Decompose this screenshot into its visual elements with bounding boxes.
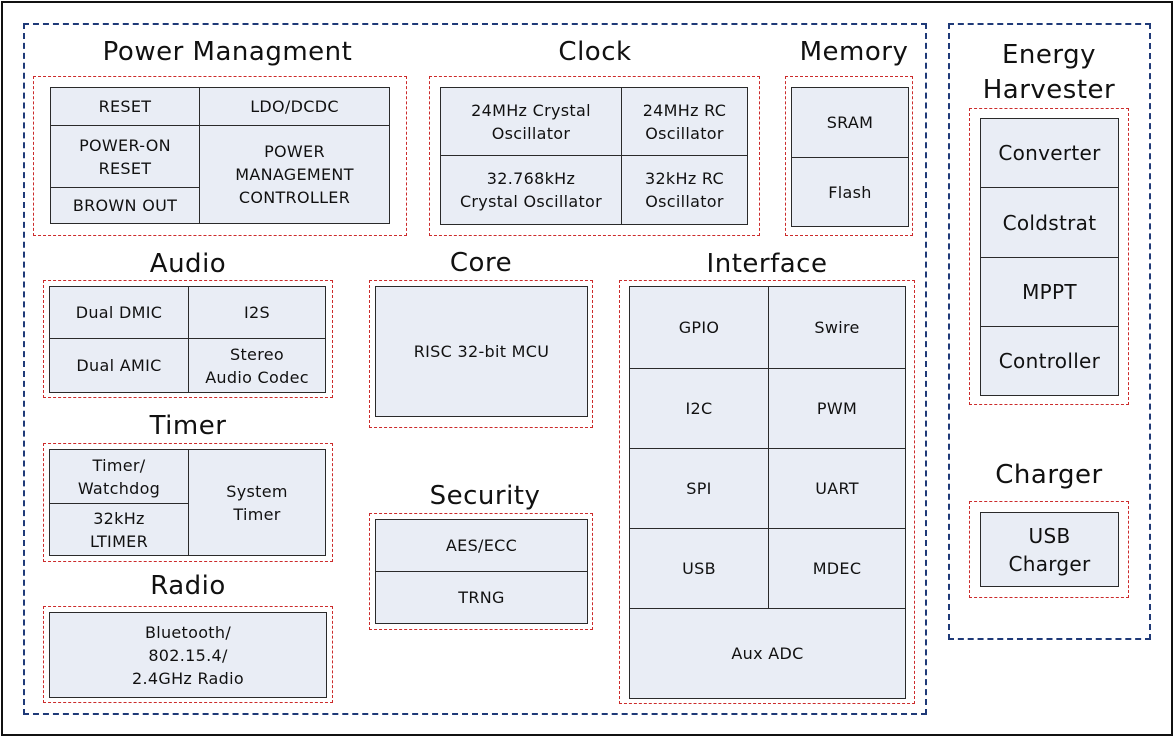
memory-title: Memory bbox=[799, 37, 909, 67]
gpio-block: GPIO bbox=[629, 286, 769, 369]
clock-group bbox=[429, 76, 760, 236]
timer-group bbox=[43, 443, 333, 562]
security-group bbox=[369, 513, 593, 630]
charger-group bbox=[969, 501, 1129, 598]
audio-group bbox=[43, 280, 333, 398]
memory-group bbox=[785, 76, 913, 236]
core-group bbox=[369, 280, 593, 428]
mdec-block: MDEC bbox=[768, 528, 906, 609]
ltimer-block: 32kHz LTIMER bbox=[49, 503, 189, 556]
sram-block: SRAM bbox=[791, 87, 909, 158]
power-management-title: Power Managment bbox=[102, 37, 353, 67]
timer-watchdog-block: Timer/ Watchdog bbox=[49, 449, 189, 504]
soc-boundary bbox=[23, 23, 927, 715]
power-management-controller-block: POWER MANAGEMENT CONTROLLER bbox=[199, 125, 390, 224]
interface-group bbox=[619, 280, 915, 704]
i2c-block: I2C bbox=[629, 368, 769, 449]
coldstrat-block: Coldstrat bbox=[980, 187, 1119, 258]
controller-block: Controller bbox=[980, 326, 1119, 396]
energy-harvester-title: Energy Harvester bbox=[982, 40, 1116, 105]
clock-title: Clock bbox=[558, 37, 632, 67]
trng-block: TRNG bbox=[375, 571, 588, 624]
security-title: Security bbox=[429, 481, 541, 511]
i2s-block: I2S bbox=[188, 286, 326, 339]
uart-block: UART bbox=[768, 448, 906, 529]
swire-block: Swire bbox=[768, 286, 906, 369]
spi-block: SPI bbox=[629, 448, 769, 529]
crystal-24mhz-block: 24MHz Crystal Oscillator bbox=[440, 87, 622, 156]
stereo-audio-codec-block: Stereo Audio Codec bbox=[188, 338, 326, 393]
aux-adc-block: Aux ADC bbox=[629, 608, 906, 699]
rc-32khz-block: 32kHz RC Oscillator bbox=[621, 155, 748, 225]
dual-amic-block: Dual AMIC bbox=[49, 338, 189, 393]
interface-title: Interface bbox=[706, 249, 828, 279]
crystal-32khz-block: 32.768kHz Crystal Oscillator bbox=[440, 155, 622, 225]
energy-harvester-group bbox=[969, 108, 1129, 405]
radio-title: Radio bbox=[150, 571, 226, 601]
radio-block: Bluetooth/ 802.15.4/ 2.4GHz Radio bbox=[49, 612, 327, 698]
power-management-group bbox=[33, 76, 407, 236]
mcu-block: RISC 32-bit MCU bbox=[375, 286, 588, 417]
usb-block: USB bbox=[629, 528, 769, 609]
dual-dmic-block: Dual DMIC bbox=[49, 286, 189, 339]
mppt-block: MPPT bbox=[980, 257, 1119, 327]
system-timer-block: System Timer bbox=[188, 449, 326, 556]
radio-group bbox=[43, 606, 333, 703]
rc-24mhz-block: 24MHz RC Oscillator bbox=[621, 87, 748, 156]
pwm-block: PWM bbox=[768, 368, 906, 449]
ldo-dcdc-block: LDO/DCDC bbox=[199, 87, 390, 126]
timer-title: Timer bbox=[149, 411, 227, 441]
external-boundary bbox=[948, 23, 1151, 640]
charger-title: Charger bbox=[995, 460, 1103, 490]
flash-block: Flash bbox=[791, 157, 909, 227]
aes-ecc-block: AES/ECC bbox=[375, 519, 588, 572]
reset-block: RESET bbox=[50, 87, 200, 126]
core-title: Core bbox=[449, 248, 513, 278]
usb-charger-block: USB Charger bbox=[980, 512, 1119, 587]
converter-block: Converter bbox=[980, 118, 1119, 188]
audio-title: Audio bbox=[149, 249, 227, 279]
power-on-reset-block: POWER-ON RESET bbox=[50, 125, 200, 188]
brown-out-block: BROWN OUT bbox=[50, 187, 200, 224]
